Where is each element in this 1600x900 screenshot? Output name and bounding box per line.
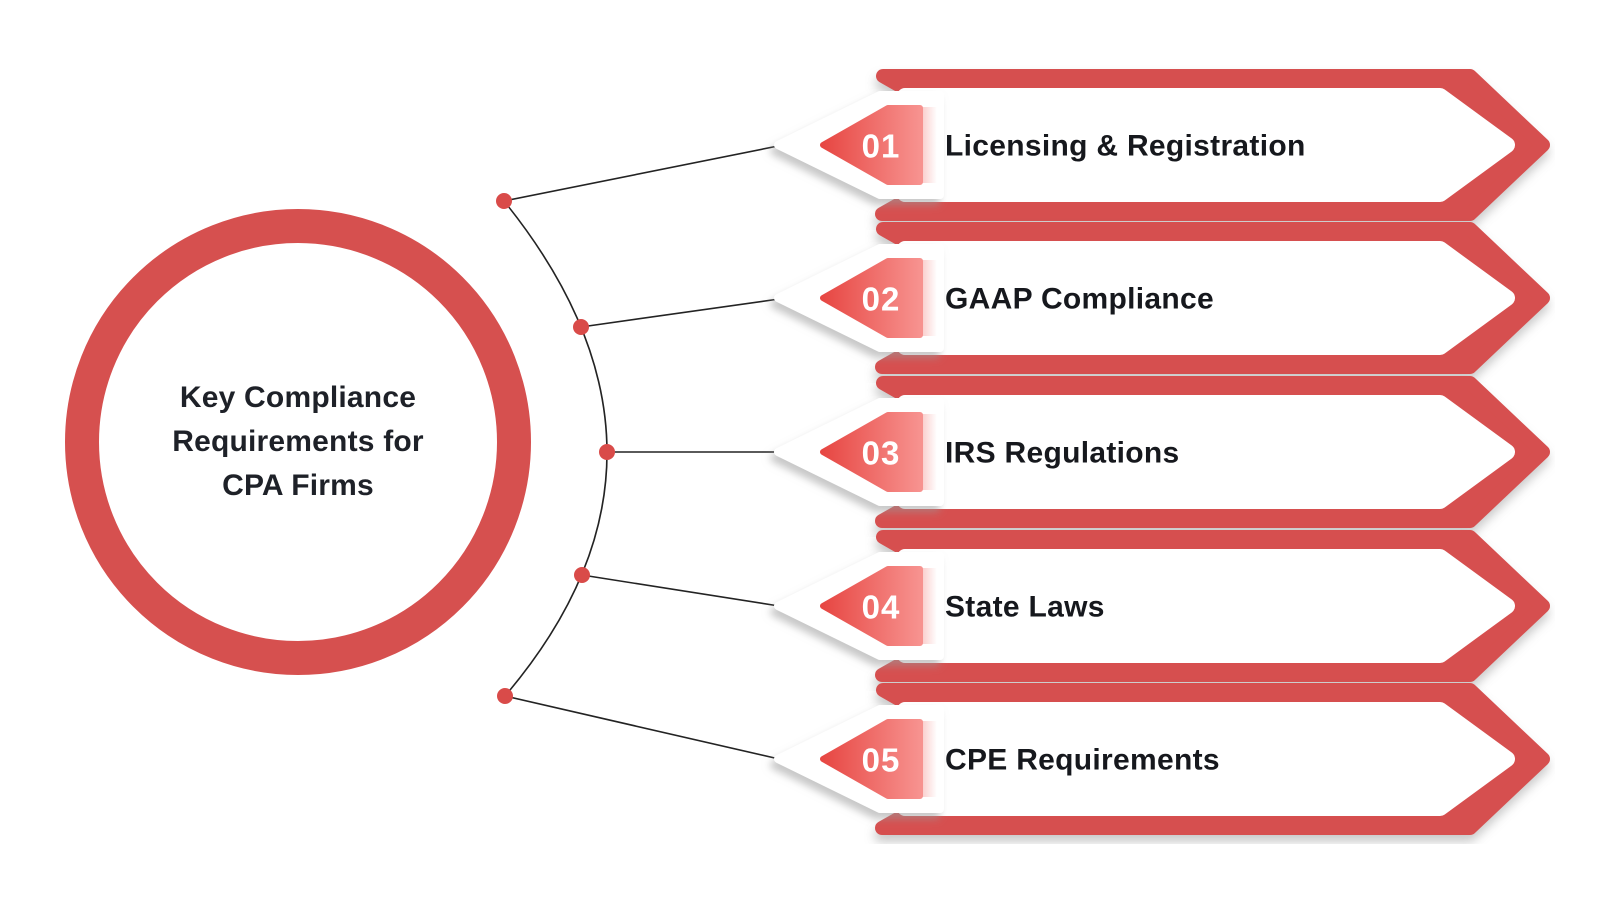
connector-line-1 — [503, 145, 779, 202]
banner-number-4: 04 — [862, 589, 901, 626]
banner-item-2: 02 GAAP Compliance — [755, 213, 1555, 383]
center-title-line-3: CPA Firms — [222, 469, 374, 502]
center-title-line-1: Key Compliance — [179, 381, 417, 414]
center-circle: Key Compliance Requirements for CPA Firm… — [65, 209, 531, 675]
connector-line-2 — [580, 298, 780, 328]
banner-item-4: 04 State Laws — [755, 521, 1555, 691]
connector-dot-4 — [574, 567, 590, 583]
banner-label-3: IRS Regulations — [945, 437, 1180, 470]
center-title-line-2: Requirements for — [172, 425, 424, 458]
banner-label-5: CPE Requirements — [945, 744, 1220, 777]
banner-item-3: 03 IRS Regulations — [755, 367, 1555, 537]
connector-line-4 — [581, 574, 780, 607]
banner-item-5: 05 CPE Requirements — [755, 674, 1555, 844]
center-title: Key Compliance Requirements for CPA Firm… — [172, 376, 424, 508]
banner-label-4: State Laws — [945, 591, 1105, 624]
connector-dot-3 — [599, 444, 615, 460]
connector-dot-5 — [497, 688, 513, 704]
banner-number-3: 03 — [862, 435, 901, 472]
banner-label-1: Licensing & Registration — [945, 130, 1306, 163]
connector-dot-2 — [573, 319, 589, 335]
banner-label-2: GAAP Compliance — [945, 283, 1214, 316]
banner-item-1: 01 Licensing & Registration — [755, 60, 1555, 230]
banner-number-5: 05 — [862, 742, 901, 779]
banner-number-1: 01 — [862, 128, 901, 165]
connector-dot-1 — [496, 193, 512, 209]
connector-line-5 — [504, 695, 780, 760]
banner-number-2: 02 — [862, 281, 901, 318]
